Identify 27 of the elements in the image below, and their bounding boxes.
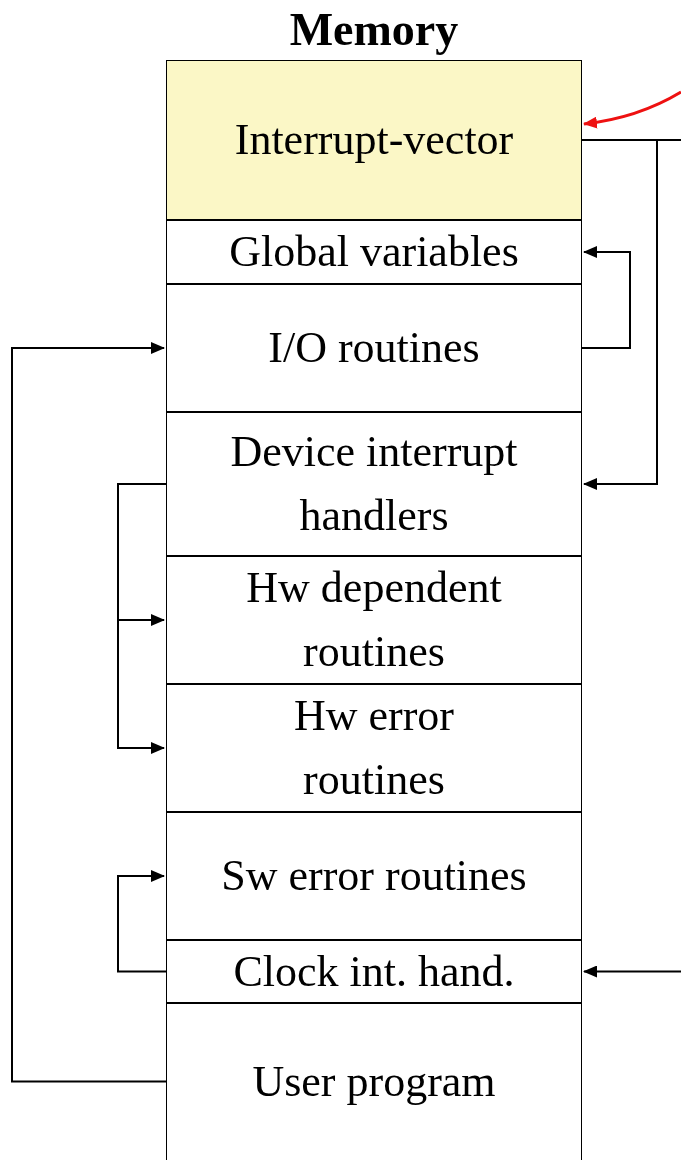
arrow: [117, 483, 167, 754]
segment-label: User program: [251, 1056, 497, 1108]
segment-label: Hw dependent routines: [245, 562, 503, 678]
memory-segment-box: [166, 556, 582, 684]
segment-label: Clock int. hand.: [232, 945, 516, 998]
memory-segment-box: [166, 412, 582, 556]
segment-label: Device interrupt handlers: [229, 426, 519, 542]
title: Memory: [288, 3, 460, 57]
segment-label: I/O routines: [267, 322, 481, 374]
memory-segment-box: [166, 940, 582, 1003]
memory-segment-box: [166, 812, 582, 940]
segment-label: Interrupt-vector: [233, 114, 515, 166]
segment-label: Global variables: [228, 226, 520, 278]
arrow: [581, 139, 658, 490]
memory-segment-box: [166, 284, 582, 412]
arrow: [581, 246, 631, 349]
arrow: [117, 870, 167, 973]
memory-segment-box: [166, 60, 582, 220]
arrow: [583, 965, 681, 978]
arrow: [11, 342, 167, 1083]
memory-segment-box: [166, 684, 582, 812]
segment-label: Hw error routines: [292, 690, 455, 806]
memory-segment-box: [166, 1003, 582, 1160]
connector-line: [581, 139, 681, 141]
memory-segment-box: [166, 220, 582, 284]
segment-label: Sw error routines: [220, 850, 528, 902]
arrow: [583, 90, 681, 129]
